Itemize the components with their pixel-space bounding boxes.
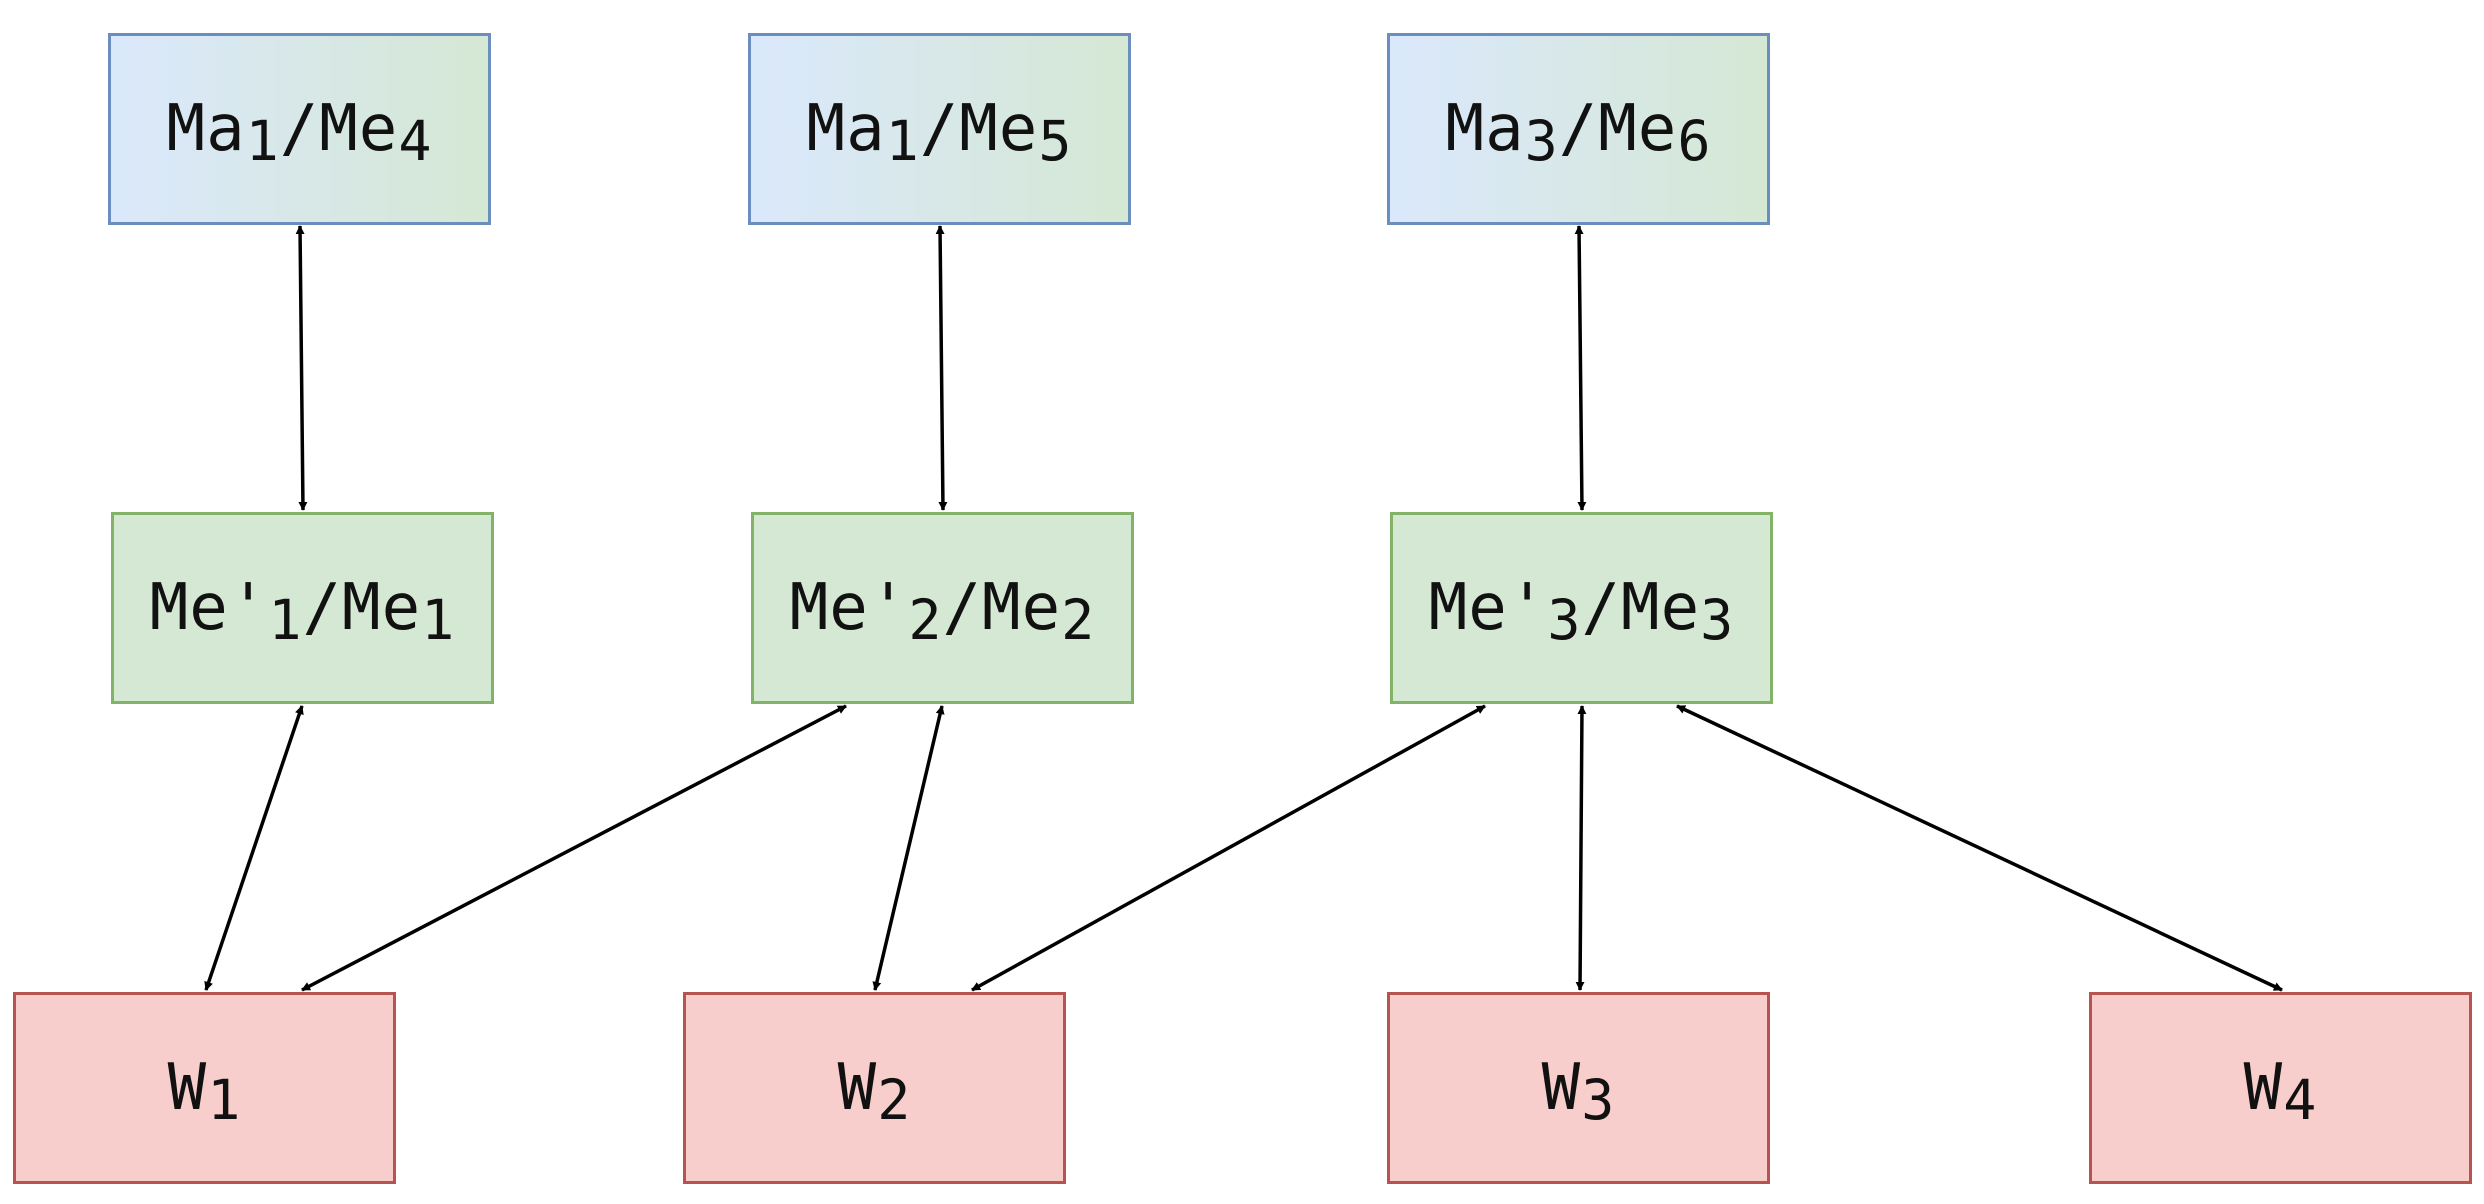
edge-me1-w1 [204,705,304,991]
node-w3[interactable]: W3 [1387,992,1770,1184]
node-w4[interactable]: W4 [2089,992,2472,1184]
node-label: W4 [2243,1051,2318,1132]
edge-me2-w2 [872,705,945,991]
node-w1[interactable]: W1 [13,992,396,1184]
node-label: Ma1/Me4 [166,92,433,173]
node-me1-me1[interactable]: Me'1/Me1 [111,512,494,704]
edge-me3-w2 [971,704,1486,992]
node-ma1-me5[interactable]: Ma1/Me5 [748,33,1131,225]
node-me2-me2[interactable]: Me'2/Me2 [751,512,1134,704]
edge-ma2-me2 [935,225,948,511]
node-label: W2 [837,1051,912,1132]
node-label: Me'2/Me2 [789,571,1096,652]
node-label: Me'1/Me1 [149,571,456,652]
node-label: Ma1/Me5 [806,92,1073,173]
edge-ma3-me3 [1574,225,1587,511]
edge-ma1-me1 [295,225,308,511]
edge-me3-w4 [1676,704,2283,992]
edge-me3-w3 [1575,705,1587,991]
node-label: Ma3/Me6 [1445,92,1712,173]
edge-me2-w1 [301,704,847,992]
node-w2[interactable]: W2 [683,992,1066,1184]
node-label: W1 [167,1051,242,1132]
node-label: W3 [1541,1051,1616,1132]
node-me3-me3[interactable]: Me'3/Me3 [1390,512,1773,704]
node-label: Me'3/Me3 [1428,571,1735,652]
node-ma1-me4[interactable]: Ma1/Me4 [108,33,491,225]
node-ma3-me6[interactable]: Ma3/Me6 [1387,33,1770,225]
